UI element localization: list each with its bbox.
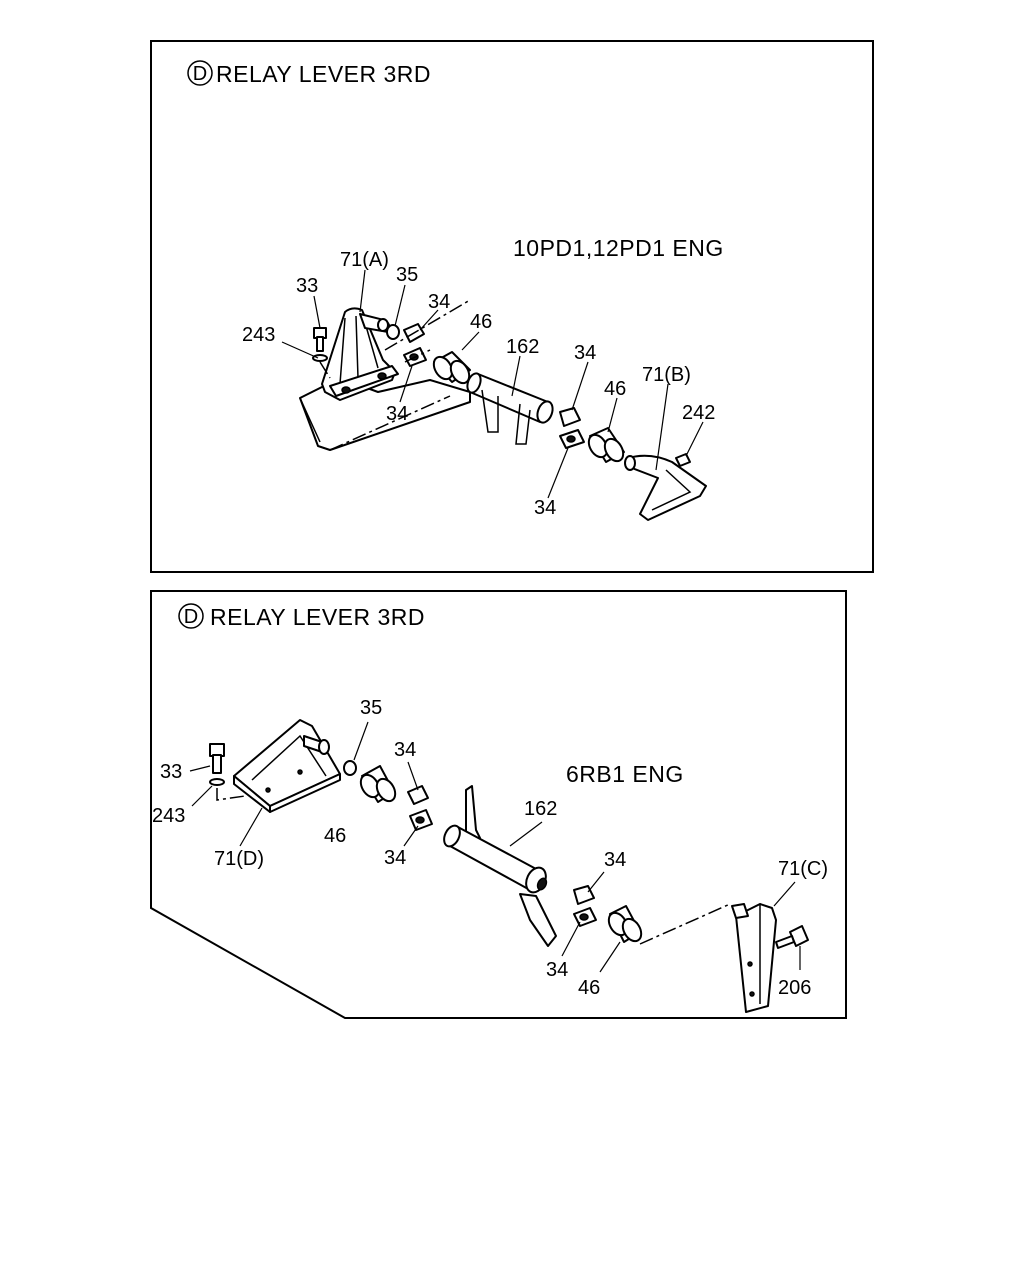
callout-162: 162	[506, 336, 539, 358]
panel-top-title: D RELAY LEVER 3RD	[187, 60, 431, 87]
callout-71b: 71(B)	[642, 364, 691, 386]
bolt-206	[775, 925, 809, 949]
frame-rail-edge	[299, 397, 321, 443]
bolt-axis	[319, 361, 331, 379]
panel-top: D RELAY LEVER 3RD 10PD1,12PD1 ENG	[150, 40, 874, 573]
callout-34: 34	[546, 959, 568, 981]
callout-243: 243	[152, 805, 185, 827]
shaft-162-b	[443, 785, 557, 947]
bracket-71d	[233, 719, 341, 813]
callout-34: 34	[534, 497, 556, 519]
assembly-line-a	[329, 395, 451, 451]
callout-242: 242	[682, 402, 715, 424]
bush-46-a	[432, 351, 471, 385]
panel-bottom-leaders	[189, 721, 801, 973]
callout-162: 162	[524, 798, 557, 820]
callout-35: 35	[360, 697, 382, 719]
panel-top-frame	[150, 40, 874, 573]
bush-46-d	[607, 905, 643, 943]
callout-34: 34	[428, 291, 450, 313]
title-marker: D	[184, 606, 198, 628]
callout-206: 206	[778, 977, 811, 999]
washer-35	[386, 324, 400, 340]
bush-46-c	[359, 765, 397, 803]
callout-46: 46	[470, 311, 492, 333]
assembly-line-c	[639, 903, 731, 945]
callout-34: 34	[386, 403, 408, 425]
clip-34-c	[559, 407, 581, 427]
bracket-71c	[731, 903, 777, 1013]
title-marker-circle	[178, 603, 204, 629]
callout-71a: 71(A)	[340, 249, 389, 271]
engine-label: 6RB1 ENG	[566, 761, 684, 787]
callout-35: 35	[396, 264, 418, 286]
panel-top-leaders	[281, 269, 704, 499]
panel-title: RELAY LEVER 3RD	[210, 604, 425, 630]
callout-46: 46	[324, 825, 346, 847]
nut-242	[675, 453, 691, 467]
callout-71c: 71(C)	[778, 858, 828, 880]
bolt-33	[312, 327, 328, 362]
callout-34: 34	[394, 739, 416, 761]
callout-33: 33	[296, 275, 318, 297]
bush-46-b	[587, 427, 625, 463]
shaft-162-a	[466, 372, 554, 445]
title-marker-circle	[187, 60, 213, 86]
bolt-33	[209, 743, 225, 786]
bracket-71b	[624, 454, 707, 521]
title-marker: D	[193, 63, 207, 85]
callout-34: 34	[384, 847, 406, 869]
bracket-71a	[321, 307, 399, 401]
callout-33: 33	[160, 761, 182, 783]
callout-243: 243	[242, 324, 275, 346]
panel-title: RELAY LEVER 3RD	[216, 61, 431, 87]
panel-bottom-frame	[150, 590, 847, 1019]
bolt-axis	[216, 788, 246, 801]
panel-bottom: D RELAY LEVER 3RD 6RB1 ENG	[150, 590, 847, 1019]
callout-71d: 71(D)	[214, 848, 264, 870]
callout-46: 46	[578, 977, 600, 999]
callout-46: 46	[604, 378, 626, 400]
washer-35	[343, 760, 357, 776]
engine-label: 10PD1,12PD1 ENG	[513, 235, 724, 261]
assembly-line-b	[384, 299, 471, 363]
callout-34: 34	[604, 849, 626, 871]
callout-34: 34	[574, 342, 596, 364]
panel-bottom-title: D RELAY LEVER 3RD	[178, 603, 425, 630]
